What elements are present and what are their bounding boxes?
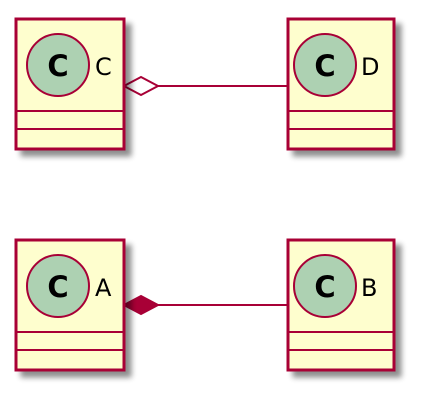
class-stereotype-letter: C: [314, 49, 335, 83]
class-stereotype-icon: [26, 33, 90, 97]
class-c[interactable]: C C: [14, 17, 126, 151]
class-stereotype-icon: [293, 254, 357, 318]
class-d[interactable]: C D: [286, 17, 396, 151]
composition-diamond: [121, 294, 161, 316]
aggregation-diamond: [121, 75, 161, 97]
class-stereotype-icon: [293, 33, 357, 97]
class-name: D: [361, 53, 379, 81]
class-a[interactable]: C A: [14, 238, 126, 372]
class-stereotype-letter: C: [47, 49, 68, 83]
class-stereotype-letter: C: [47, 270, 68, 304]
class-name: B: [361, 274, 377, 302]
class-stereotype-letter: C: [314, 270, 335, 304]
class-name: A: [95, 274, 112, 302]
class-name: C: [95, 53, 112, 81]
class-stereotype-icon: [26, 254, 90, 318]
class-b[interactable]: C B: [286, 238, 396, 372]
